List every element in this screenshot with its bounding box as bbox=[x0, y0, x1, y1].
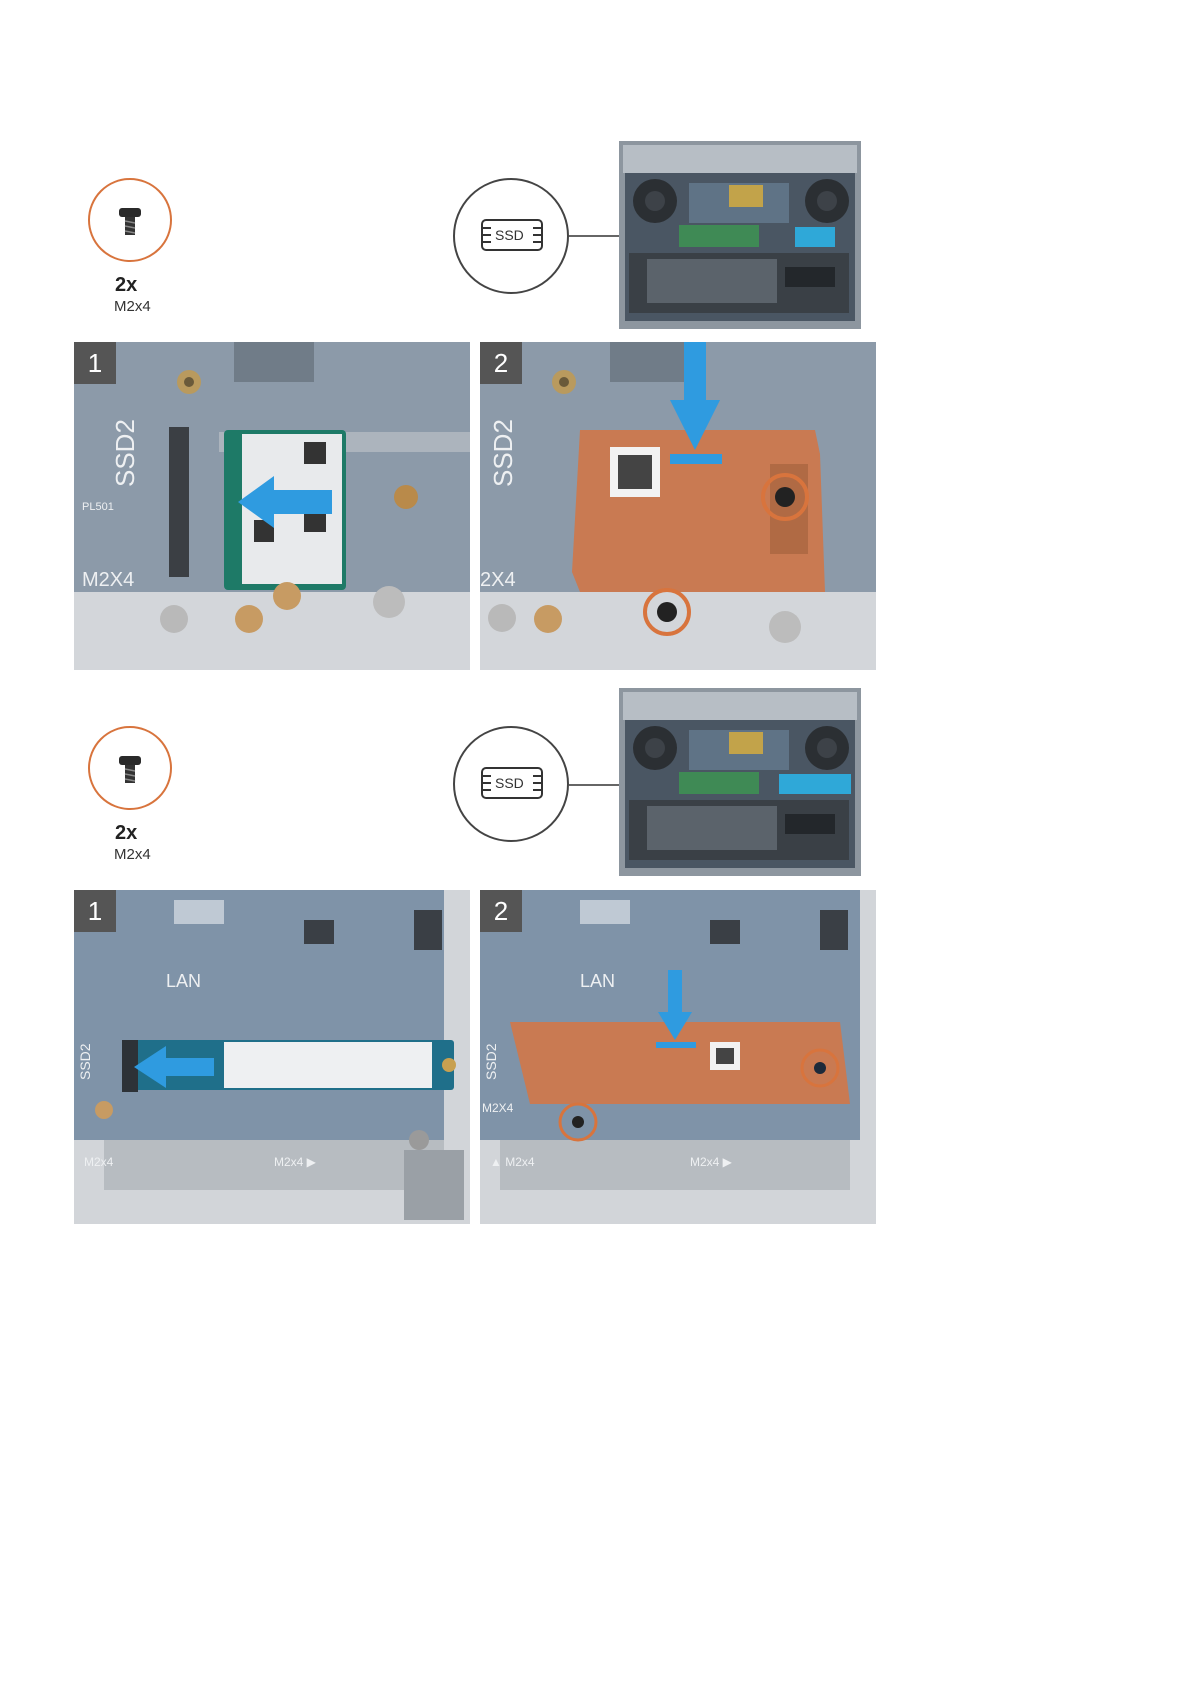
screw-size: M2x4 bbox=[114, 846, 151, 863]
ssd-label: SSD bbox=[495, 227, 524, 243]
screw-quantity: 2x bbox=[115, 822, 138, 844]
pcb-label-2x4: 2X4 bbox=[480, 569, 516, 591]
pcb-label-ssd2: SSD2 bbox=[483, 1043, 499, 1080]
pcb-label-ssd2: SSD2 bbox=[77, 1043, 93, 1080]
screw-legend-circle bbox=[88, 726, 172, 810]
step-badge-2: 2 bbox=[480, 342, 522, 384]
pcb-label-m2x4: M2X4 bbox=[482, 1101, 514, 1115]
insert-arrow-icon bbox=[134, 1046, 214, 1088]
section-2: 2x M2x4 SSD bbox=[0, 680, 1191, 1240]
pcb-label-m2x4-right: M2x4 ▶ bbox=[274, 1155, 317, 1169]
insert-arrow-icon bbox=[238, 476, 332, 528]
pcb-label-lan: LAN bbox=[580, 971, 615, 991]
pcb-label-ssd2: SSD2 bbox=[110, 419, 140, 487]
pcb-label-lan: LAN bbox=[166, 971, 201, 991]
step-badge-1: 1 bbox=[74, 342, 116, 384]
step-2-image: SSD2 2X4 bbox=[480, 342, 876, 670]
pcb-label-pl501: PL501 bbox=[82, 501, 114, 513]
press-down-arrow-icon bbox=[670, 342, 722, 464]
step-1-panel: SSD2 M2X4 PL501 1 bbox=[74, 342, 470, 670]
laptop-overview-image bbox=[619, 141, 861, 329]
screw-icon bbox=[119, 756, 141, 783]
step-1-panel: LAN SSD2 M2x4 M2x4 ▶ 1 bbox=[74, 890, 470, 1224]
step-2-panel: LAN SSD2 M2X4 ▲ M2x4 M2x4 ▶ 2 bbox=[480, 890, 876, 1224]
pcb-label-ssd2: SSD2 bbox=[488, 419, 518, 487]
step-1-image: SSD2 M2X4 PL501 bbox=[74, 342, 470, 670]
screw-icon bbox=[119, 208, 141, 235]
step-1-image: LAN SSD2 M2x4 M2x4 ▶ bbox=[74, 890, 470, 1224]
step-2-image: LAN SSD2 M2X4 ▲ M2x4 M2x4 ▶ bbox=[480, 890, 876, 1224]
step-badge-1: 1 bbox=[74, 890, 116, 932]
step-badge-2: 2 bbox=[480, 890, 522, 932]
laptop-overview-image bbox=[619, 688, 861, 876]
pcb-label-m2x4-right: M2x4 ▶ bbox=[690, 1155, 733, 1169]
press-down-arrow-icon bbox=[656, 970, 696, 1048]
section-1: 2x M2x4 SSD bbox=[0, 0, 1191, 680]
pcb-label-m2x4-left: M2x4 bbox=[84, 1155, 114, 1169]
ssd-icon bbox=[481, 219, 543, 251]
pcb-label-m2x4-left: ▲ M2x4 bbox=[490, 1155, 535, 1169]
ssd-callout-circle: SSD bbox=[453, 726, 569, 842]
pcb-label-m2x4: M2X4 bbox=[82, 569, 134, 591]
ssd-label: SSD bbox=[495, 775, 524, 791]
ssd-icon bbox=[481, 767, 543, 799]
ssd-callout-circle: SSD bbox=[453, 178, 569, 294]
step-2-panel: SSD2 2X4 2 bbox=[480, 342, 876, 670]
screw-quantity: 2x bbox=[115, 274, 138, 296]
screw-size: M2x4 bbox=[114, 298, 151, 315]
screw-legend-circle bbox=[88, 178, 172, 262]
